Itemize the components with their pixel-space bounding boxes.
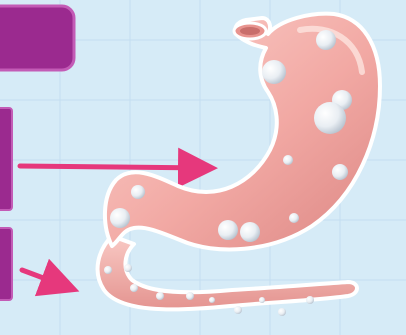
bubble (240, 222, 260, 242)
label-box (0, 6, 74, 70)
bubble (234, 306, 242, 314)
side-bar-upper (0, 108, 12, 210)
bubble (259, 297, 265, 303)
bubble (186, 292, 194, 300)
bubble (218, 220, 238, 240)
bubble (131, 185, 145, 199)
bubble (283, 155, 293, 165)
stomach (105, 14, 380, 250)
bubble (156, 292, 164, 300)
bubble (262, 60, 286, 84)
bubble (306, 296, 314, 304)
bubble (124, 264, 132, 272)
bubble (278, 308, 286, 316)
bubble (110, 208, 130, 228)
arrow-to-stomach (20, 166, 208, 168)
bubble (104, 266, 112, 274)
bubble (130, 284, 138, 292)
bubble (289, 213, 299, 223)
bubble (332, 164, 348, 180)
bubble (316, 30, 336, 50)
bubble (209, 297, 215, 303)
arrow-to-intestine (22, 270, 70, 288)
side-bar-lower (0, 228, 12, 300)
esophagus-lumen (240, 27, 260, 35)
bubble (314, 102, 346, 134)
